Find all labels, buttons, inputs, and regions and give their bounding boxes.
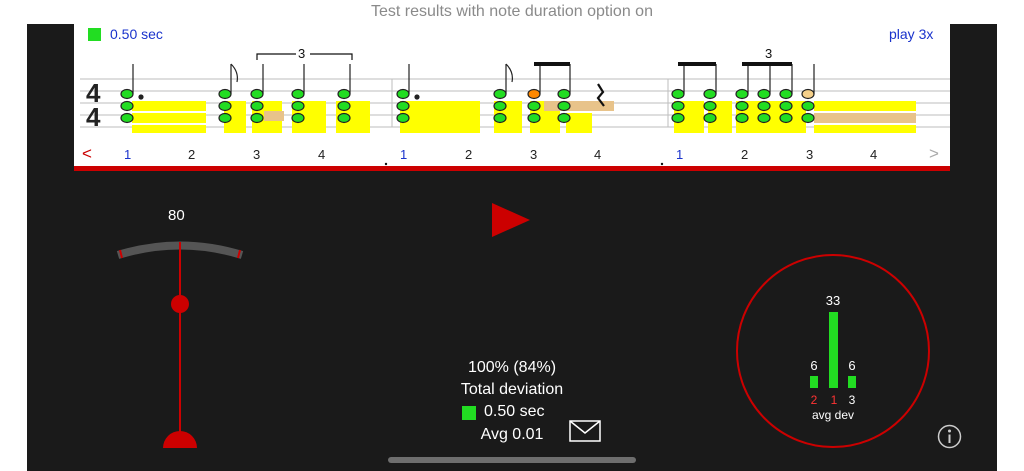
histogram-bar [848, 376, 856, 388]
metronome[interactable] [100, 230, 260, 455]
beat-number: 4 [870, 147, 878, 162]
histogram-bin: 1 [830, 393, 838, 407]
notes [120, 63, 815, 124]
histogram-circle [736, 254, 930, 448]
play-icon[interactable] [490, 201, 532, 239]
beat-number: 4 [318, 147, 326, 162]
histogram-bin: 3 [848, 393, 856, 407]
result-legend-value: 0.50 sec [484, 403, 545, 420]
result-label: Total deviation [460, 381, 564, 398]
legend-value: 0.50 sec [110, 26, 163, 42]
duration-bars [132, 101, 916, 133]
quarter-rest [596, 83, 605, 107]
score-panel: 4 4 [74, 24, 950, 166]
histogram-count: 6 [810, 358, 818, 373]
play-3x-button[interactable]: play 3x [889, 26, 934, 42]
beat-number: 3 [530, 147, 538, 162]
info-icon[interactable] [937, 424, 962, 449]
page-caption: Test results with note duration option o… [371, 3, 653, 20]
histogram-count: 6 [848, 358, 856, 373]
prev-button[interactable]: < [82, 144, 92, 163]
histogram-bar [810, 376, 818, 388]
triplet-mark-1: 3 [298, 46, 305, 61]
histogram-bin: 2 [810, 393, 818, 407]
beat-number: 4 [594, 147, 602, 162]
beat-number: 2 [741, 147, 749, 162]
histogram-count: 33 [825, 293, 841, 308]
time-sig-top: 4 [86, 78, 101, 108]
tempo-value: 80 [168, 207, 185, 224]
home-indicator[interactable] [388, 457, 636, 463]
beat-number: 2 [465, 147, 473, 162]
score-staff: 4 4 [80, 46, 950, 166]
legend-green-box [88, 28, 101, 41]
beat-number: 3 [806, 147, 814, 162]
beat-number: 1 [124, 147, 132, 162]
time-sig-bottom: 4 [86, 102, 101, 132]
beat-number: 1 [400, 147, 408, 162]
beams [534, 62, 792, 66]
beat-number: 1 [676, 147, 684, 162]
triplet-mark-2: 3 [765, 46, 772, 61]
progress-bar [74, 166, 950, 171]
triplet-brackets [256, 53, 353, 60]
histogram-bar [829, 312, 838, 388]
beat-number: 2 [188, 147, 196, 162]
mail-icon[interactable] [569, 420, 601, 442]
histogram-caption: avg dev [811, 408, 855, 422]
result-percent: 100% (84%) [467, 359, 557, 376]
beat-number: 3 [253, 147, 261, 162]
next-button[interactable]: > [929, 144, 939, 163]
result-legend-box [462, 406, 476, 420]
result-average: Avg 0.01 [480, 426, 544, 443]
